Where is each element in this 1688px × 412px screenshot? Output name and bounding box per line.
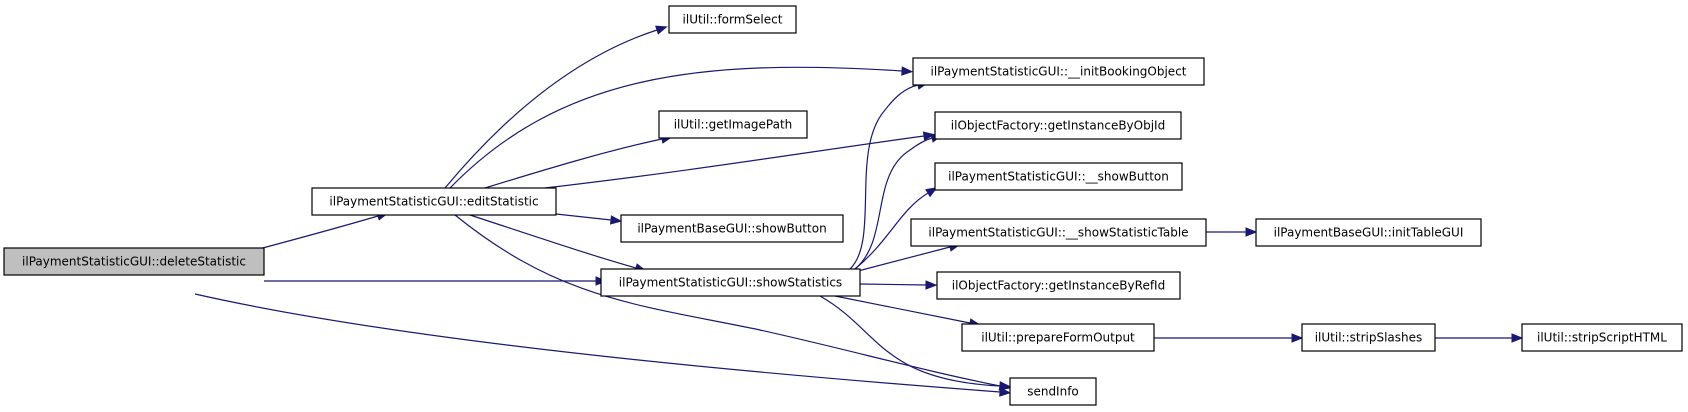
node-label: ilObjectFactory::getInstanceByObjId: [951, 119, 1165, 133]
node-box: [934, 111, 1182, 140]
edge-editStatistic-to-sendInfo: [454, 214, 1001, 387]
node-prepareFormOutput[interactable]: ilUtil::prepareFormOutput: [961, 323, 1155, 352]
node-initTableGUI[interactable]: ilPaymentBaseGUI::initTableGUI: [1255, 218, 1482, 247]
edge-showStatistics-to-privShowButton: [854, 192, 929, 270]
edge-arrowhead-stripScriptHTML: [1511, 333, 1524, 343]
node-label: ilUtil::stripScriptHTML: [1537, 331, 1667, 345]
node-showStatistics[interactable]: ilPaymentStatisticGUI::showStatistics: [600, 268, 861, 297]
edge-arrowhead-sendInfo: [999, 387, 1012, 397]
edge-arrowhead-baseShowButton: [609, 215, 623, 225]
edge-editStatistic-to-initBookingObject: [449, 66, 903, 189]
node-label: ilPaymentStatisticGUI::deleteStatistic: [22, 255, 246, 269]
node-box: [1301, 323, 1436, 352]
node-editStatistic[interactable]: ilPaymentStatisticGUI::editStatistic: [311, 187, 557, 216]
node-label: sendInfo: [1027, 385, 1079, 399]
edge-editStatistic-to-getImagePath: [484, 138, 663, 189]
node-box: [961, 323, 1155, 352]
node-privShowButton[interactable]: ilPaymentStatisticGUI::__showButton: [934, 162, 1183, 191]
node-deleteStatistic: ilPaymentStatisticGUI::deleteStatistic: [3, 247, 265, 276]
edge-arrowhead-formSelect: [655, 25, 668, 35]
node-getImagePath[interactable]: ilUtil::getImagePath: [658, 110, 808, 139]
node-label: ilUtil::stripSlashes: [1315, 331, 1423, 345]
edge-showStatistics-to-getInstanceByRefId: [859, 283, 927, 286]
edge-arrowhead-initTableGUI: [1245, 227, 1258, 237]
node-box: [668, 5, 797, 34]
node-label: ilPaymentStatisticGUI::__showButton: [948, 170, 1169, 184]
node-label: ilUtil::getImagePath: [674, 118, 793, 132]
node-label: ilPaymentStatisticGUI::showStatistics: [619, 276, 842, 290]
edge-showStatistics-to-prepareFormOutput: [834, 295, 971, 324]
node-initBookingObject[interactable]: ilPaymentStatisticGUI::__initBookingObje…: [912, 57, 1205, 86]
edge-arrowhead-privShowButton: [925, 187, 938, 198]
node-box: [910, 218, 1207, 247]
node-label: ilPaymentStatisticGUI::__showStatisticTa…: [928, 226, 1188, 240]
node-box: [311, 187, 557, 216]
node-label: ilUtil::formSelect: [683, 13, 783, 27]
node-label: ilPaymentBaseGUI::initTableGUI: [1274, 226, 1464, 240]
node-box: [912, 57, 1205, 86]
node-box: [1255, 218, 1482, 247]
edge-editStatistic-to-showStatistics: [469, 214, 637, 269]
node-box: [934, 162, 1183, 191]
node-box: [1521, 323, 1683, 352]
node-label: ilUtil::prepareFormOutput: [981, 331, 1135, 345]
edge-arrowhead-stripSlashes: [1291, 333, 1304, 343]
node-box: [620, 214, 844, 243]
edge-deleteStatistic-to-sendInfo: [194, 293, 1001, 393]
edge-showStatistics-to-showStatisticTable: [857, 246, 951, 272]
node-sendInfo[interactable]: sendInfo: [1009, 377, 1097, 406]
node-box: [1009, 377, 1097, 406]
node-baseShowButton[interactable]: ilPaymentBaseGUI::showButton: [620, 214, 844, 243]
node-stripSlashes[interactable]: ilUtil::stripSlashes: [1301, 323, 1436, 352]
edge-editStatistic-to-baseShowButton: [555, 213, 612, 221]
node-box: [658, 110, 808, 139]
node-getInstanceByObjId[interactable]: ilObjectFactory::getInstanceByObjId: [934, 111, 1182, 140]
edge-showStatistics-to-getInstanceByObjId: [854, 137, 933, 270]
node-formSelect[interactable]: ilUtil::formSelect: [668, 5, 797, 34]
nodes-layer: ilPaymentStatisticGUI::deleteStatisticil…: [3, 5, 1683, 406]
edge-showStatistics-to-sendInfo: [819, 295, 1001, 387]
node-showStatisticTable[interactable]: ilPaymentStatisticGUI::__showStatisticTa…: [910, 218, 1207, 247]
edge-arrowhead-getInstanceByRefId: [925, 280, 938, 290]
node-stripScriptHTML[interactable]: ilUtil::stripScriptHTML: [1521, 323, 1683, 352]
node-box: [3, 247, 265, 276]
node-getInstanceByRefId[interactable]: ilObjectFactory::getInstanceByRefId: [936, 271, 1181, 300]
edges-layer: [186, 25, 1524, 397]
node-label: ilPaymentStatisticGUI::editStatistic: [329, 195, 538, 209]
node-label: ilPaymentStatisticGUI::__initBookingObje…: [931, 65, 1187, 79]
edge-editStatistic-to-getInstanceByObjId: [544, 135, 925, 189]
edge-showStatistics-to-initBookingObject: [849, 84, 919, 270]
node-box: [936, 271, 1181, 300]
node-label: ilObjectFactory::getInstanceByRefId: [952, 279, 1165, 293]
edge-editStatistic-to-formSelect: [444, 29, 658, 189]
edge-arrowhead-sendInfo: [999, 381, 1012, 391]
node-box: [600, 268, 861, 297]
node-label: ilPaymentBaseGUI::showButton: [637, 222, 826, 236]
edge-arrowhead-initBookingObject: [901, 66, 914, 76]
